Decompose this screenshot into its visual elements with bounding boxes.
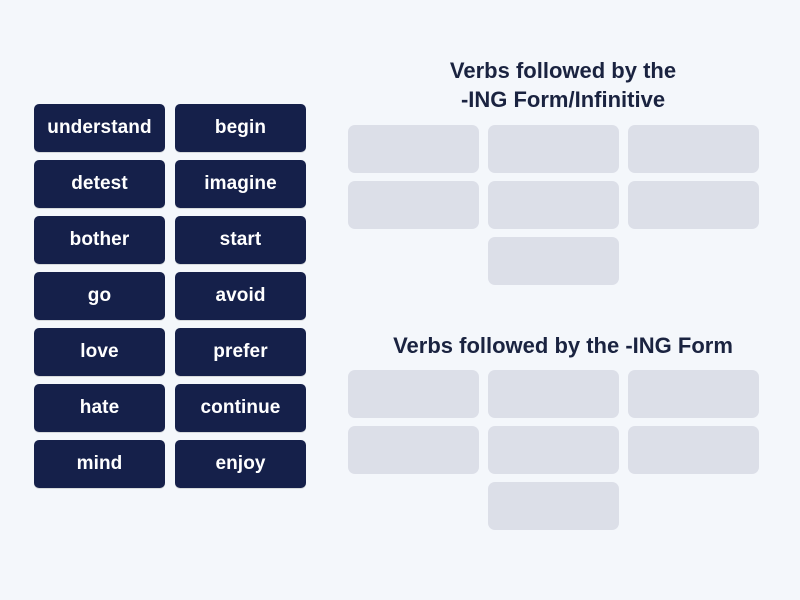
dropzone[interactable] — [348, 124, 479, 173]
word-tile[interactable]: love — [34, 328, 165, 376]
dropzone[interactable] — [348, 370, 479, 419]
word-tile[interactable]: understand — [34, 104, 165, 152]
dropzone[interactable] — [628, 426, 759, 475]
word-tile[interactable]: detest — [34, 160, 165, 208]
dropzone[interactable] — [628, 180, 759, 229]
word-tile[interactable]: hate — [34, 384, 165, 432]
group-heading: Verbs followed by the -ING Form/Infiniti… — [449, 58, 677, 113]
dropzone-grid — [348, 370, 778, 531]
dropzone[interactable] — [348, 426, 479, 475]
dropzone[interactable] — [488, 180, 619, 229]
category-groups: Verbs followed by the -ING Form/Infiniti… — [348, 56, 778, 531]
word-bank: understand begin detest imagine bother s… — [34, 104, 306, 488]
dropzone[interactable] — [488, 124, 619, 173]
word-tile[interactable]: mind — [34, 440, 165, 488]
word-tile[interactable]: imagine — [175, 160, 306, 208]
word-tile[interactable]: start — [175, 216, 306, 264]
dropzone[interactable] — [488, 426, 619, 475]
word-tile[interactable]: enjoy — [175, 440, 306, 488]
dropzone[interactable] — [628, 370, 759, 419]
dropzone[interactable] — [488, 482, 619, 531]
word-tile[interactable]: prefer — [175, 328, 306, 376]
dropzone[interactable] — [488, 236, 619, 285]
word-tile[interactable]: continue — [175, 384, 306, 432]
dropzone[interactable] — [488, 370, 619, 419]
word-tile[interactable]: bother — [34, 216, 165, 264]
category-group-ing-form: Verbs followed by the -ING Form — [348, 331, 778, 531]
dropzone[interactable] — [628, 124, 759, 173]
word-tile[interactable]: avoid — [175, 272, 306, 320]
word-tile[interactable]: begin — [175, 104, 306, 152]
dropzone[interactable] — [348, 180, 479, 229]
dropzone-grid — [348, 124, 778, 285]
category-group-ing-or-infinitive: Verbs followed by the -ING Form/Infiniti… — [348, 56, 778, 285]
group-heading: Verbs followed by the -ING Form — [393, 332, 733, 358]
word-tile[interactable]: go — [34, 272, 165, 320]
